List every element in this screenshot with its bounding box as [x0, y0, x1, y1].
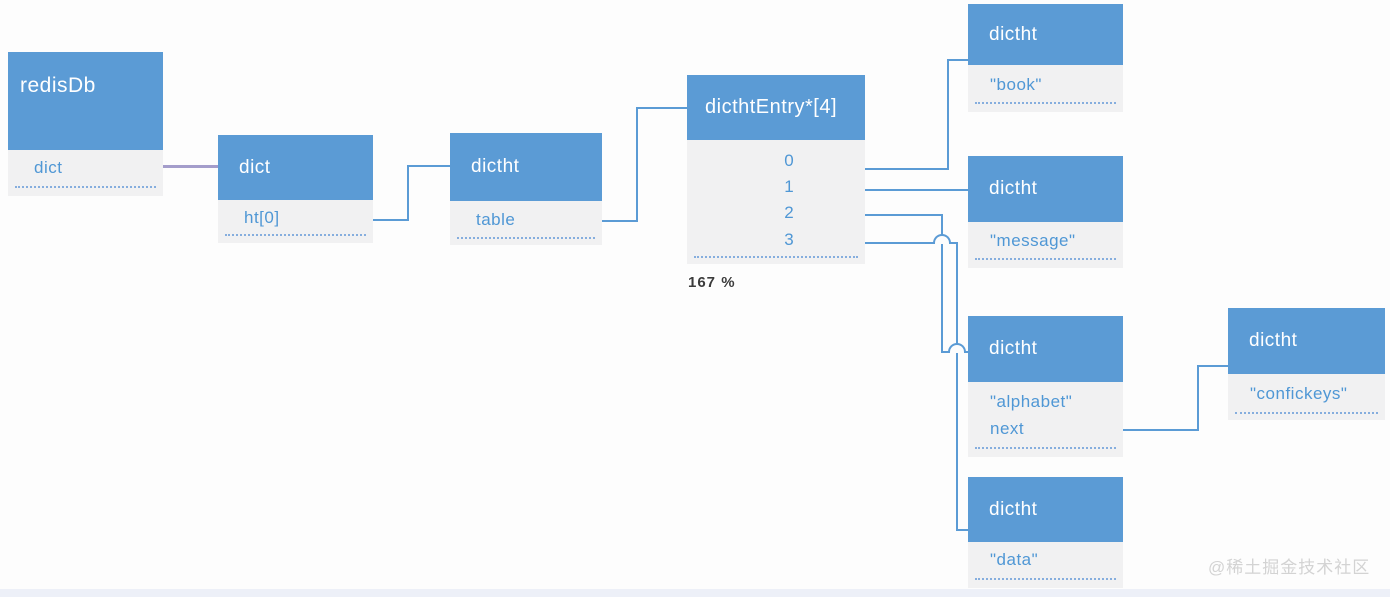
dotted-separator: [975, 102, 1116, 104]
connector-table-seg3: [636, 107, 687, 109]
struct-box-dict: dict ht[0]: [218, 135, 373, 243]
struct-box-entry-data: dictht "data": [968, 477, 1123, 588]
connector-row0-seg1: [865, 168, 949, 170]
struct-title: dictht: [968, 477, 1123, 542]
field-key-confickeys: "confickeys": [1250, 384, 1348, 403]
field-key-book: "book": [990, 75, 1042, 94]
struct-body: table: [450, 201, 602, 245]
struct-body: "alphabet" next: [968, 382, 1123, 457]
struct-title: dict: [218, 135, 373, 200]
struct-title: dictht: [450, 133, 602, 201]
watermark-text: @稀土掘金技术社区: [1208, 558, 1371, 577]
struct-box-entry-message: dictht "message": [968, 156, 1123, 268]
field-dict: dict: [34, 158, 63, 177]
bottom-strip: [0, 589, 1390, 597]
struct-title: dicthtEntry*[4]: [687, 75, 865, 140]
connector-row0-seg3: [947, 59, 968, 61]
dotted-separator: [1235, 412, 1378, 414]
struct-body: "book": [968, 65, 1123, 112]
connector-row3-seg1: [865, 242, 958, 244]
struct-box-entry-alphabet: dictht "alphabet" next: [968, 316, 1123, 457]
dotted-separator: [975, 258, 1116, 260]
dotted-separator: [457, 237, 595, 239]
array-slot-2: 2: [784, 203, 794, 222]
connector-next-seg2: [1197, 365, 1199, 431]
struct-box-dictht: dictht table: [450, 133, 602, 245]
dotted-separator: [15, 186, 156, 188]
dotted-separator: [975, 578, 1116, 580]
struct-title: redisDb: [8, 52, 163, 150]
connector-row3-seg2: [956, 242, 958, 531]
connector-ht0-seg2: [407, 165, 409, 221]
connector-ht0-seg1: [373, 219, 409, 221]
connector-next-seg1: [1121, 429, 1199, 431]
connector-row2-seg2: [941, 214, 943, 353]
struct-title: dictht: [1228, 308, 1385, 374]
struct-body: 0 1 2 3: [687, 140, 865, 264]
dotted-separator: [975, 447, 1116, 449]
struct-title: dictht: [968, 4, 1123, 65]
field-key-alphabet: "alphabet": [990, 392, 1073, 411]
connector-next-seg3: [1197, 365, 1228, 367]
dotted-separator: [225, 234, 366, 236]
field-table: table: [476, 210, 516, 229]
struct-title: dictht: [968, 156, 1123, 222]
struct-body: dict: [8, 150, 163, 196]
dotted-separator: [694, 256, 858, 258]
connector-row1: [865, 189, 968, 191]
connector-table-seg1: [602, 220, 638, 222]
connector-row0-seg2: [947, 59, 949, 170]
connector-row2-seg1: [865, 214, 943, 216]
connector-ht0-seg3: [407, 165, 450, 167]
field-key-message: "message": [990, 231, 1076, 250]
struct-body: "message": [968, 222, 1123, 268]
line-hop-row3-over-row2: [933, 234, 951, 244]
struct-body: "data": [968, 542, 1123, 588]
struct-box-entry-confickeys: dictht "confickeys": [1228, 308, 1385, 420]
connector-redisdb-to-dict: [163, 165, 218, 168]
array-slot-3: 3: [784, 230, 794, 249]
struct-box-redisdb: redisDb dict: [8, 52, 163, 196]
struct-box-dicthtentry: dicthtEntry*[4] 0 1 2 3: [687, 75, 865, 264]
connector-row3-seg3: [956, 529, 968, 531]
struct-body: "confickeys": [1228, 374, 1385, 420]
line-hop-row2-over-row3: [948, 343, 966, 353]
array-slot-0: 0: [784, 151, 794, 170]
field-key-data: "data": [990, 550, 1039, 569]
field-ht0: ht[0]: [244, 208, 280, 227]
struct-body: ht[0]: [218, 200, 373, 243]
array-slot-1: 1: [784, 177, 794, 196]
connector-table-seg2: [636, 107, 638, 222]
field-next-pointer: next: [990, 419, 1025, 438]
zoom-level-indicator: 167 %: [688, 274, 736, 291]
struct-title: dictht: [968, 316, 1123, 382]
struct-box-entry-book: dictht "book": [968, 4, 1123, 112]
